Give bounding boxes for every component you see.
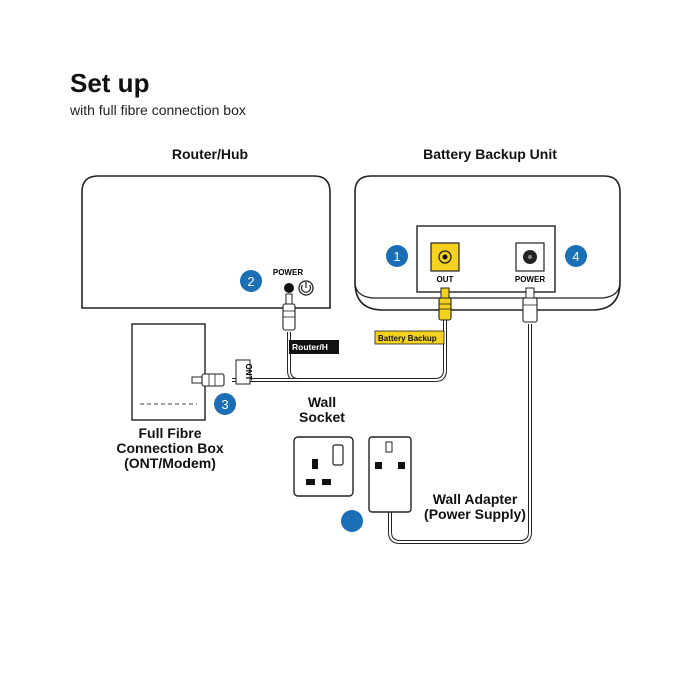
- ont-cable-tag: ONT: [235, 359, 253, 385]
- battery-cable-tag: Battery Backup: [374, 330, 445, 345]
- step-marker-3: 3: [214, 393, 236, 415]
- step-marker-2: 2: [240, 270, 262, 292]
- svg-text:3: 3: [221, 397, 228, 412]
- step-marker-1: 1: [386, 245, 408, 267]
- battery-device: OUT POWER: [354, 175, 621, 311]
- battery-out-label: OUT: [437, 275, 454, 284]
- step-marker-unlabeled: [341, 510, 363, 532]
- ont-label-line-3: (ONT/Modem): [124, 455, 216, 471]
- router-label: Router/Hub: [171, 146, 249, 162]
- battery-out-plug: [438, 287, 452, 321]
- svg-text:Battery Backup: Battery Backup: [378, 334, 437, 343]
- ont-plug: [191, 373, 225, 387]
- ont-label: Full Fibre Connection Box (ONT/Modem): [100, 426, 240, 471]
- power-cable: [388, 287, 538, 544]
- wall-socket-label-line-1: Wall: [307, 394, 337, 410]
- wall-adapter-label: Wall Adapter (Power Supply): [405, 492, 545, 522]
- router-power-plug: [282, 293, 296, 331]
- page-title: Set up: [70, 68, 150, 98]
- battery-label: Battery Backup Unit: [423, 146, 557, 162]
- svg-text:1: 1: [393, 249, 400, 264]
- power-button-icon: [298, 280, 314, 296]
- svg-text:4: 4: [572, 249, 579, 264]
- wall-socket-label: Wall Socket: [280, 395, 364, 425]
- wall-adapter-label-line-2: (Power Supply): [424, 506, 526, 522]
- router-cable-tag: Router/H: [289, 340, 339, 354]
- battery-power-label: POWER: [515, 275, 545, 284]
- router-power-port: [284, 283, 294, 293]
- router-device: POWER: [81, 175, 331, 309]
- svg-text:2: 2: [247, 274, 254, 289]
- svg-text:ONT: ONT: [244, 364, 253, 381]
- wall-adapter-icon: [368, 436, 412, 513]
- ont-label-line-2: Connection Box: [116, 440, 224, 456]
- page-subtitle: with full fibre connection box: [70, 102, 246, 118]
- router-power-label: POWER: [273, 268, 303, 277]
- wall-adapter-label-line-1: Wall Adapter: [432, 491, 518, 507]
- wall-socket-label-line-2: Socket: [299, 409, 345, 425]
- step-marker-4: 4: [565, 245, 587, 267]
- wall-socket-icon: [293, 436, 354, 497]
- svg-text:Router/H: Router/H: [292, 342, 328, 352]
- ont-device: [131, 323, 206, 421]
- ont-label-line-1: Full Fibre: [138, 425, 202, 441]
